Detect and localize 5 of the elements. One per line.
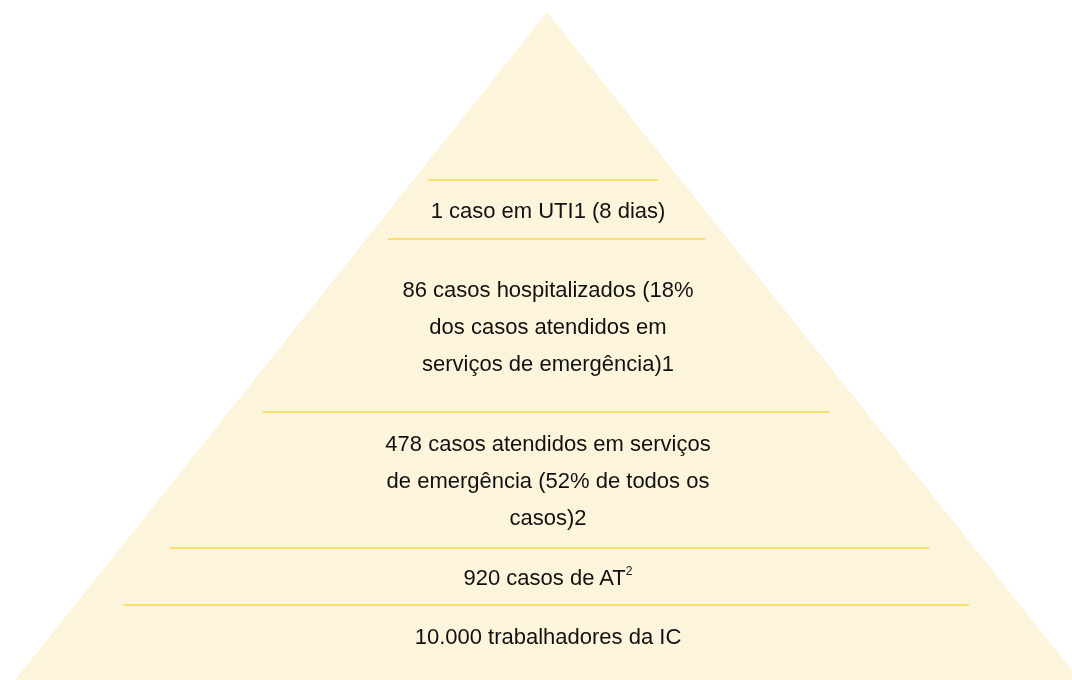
- tier-label: 10.000 trabalhadores da IC: [414, 617, 682, 655]
- tier-label: 1 caso em UTI1 (8 dias): [430, 191, 666, 229]
- tier-label: 86 casos hospitalizados (18% dos casos atendidos em serviços de emergência)1: [390, 270, 706, 382]
- tier-label: 478 casos atendidos em serviços de emergência (52% de todos os casos)2: [380, 425, 716, 536]
- tier-label: 920 casos de AT$^{2}$: [463, 558, 633, 596]
